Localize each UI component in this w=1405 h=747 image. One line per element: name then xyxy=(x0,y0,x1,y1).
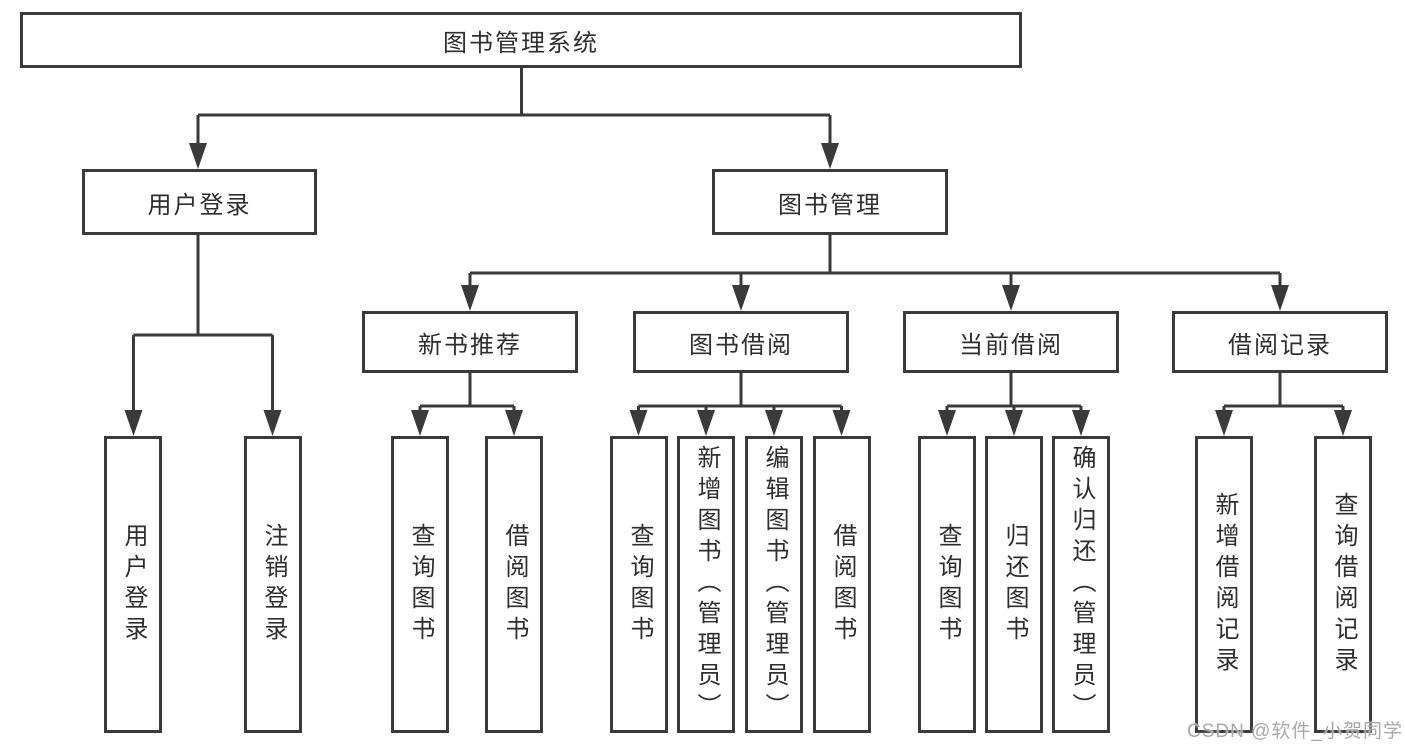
leaf-label: 借阅图书 xyxy=(829,522,856,647)
node-current-borrow: 当前借阅 xyxy=(903,311,1119,373)
leaf-query-books-current: 查询图书 xyxy=(918,436,976,733)
leaf-label: 确认归还（管理员） xyxy=(1068,445,1095,724)
leaf-label: 查询借阅记录 xyxy=(1330,491,1357,678)
leaf-label: 新增借阅记录 xyxy=(1211,491,1238,678)
leaf-query-borrow-record: 查询借阅记录 xyxy=(1314,436,1372,733)
node-user-login: 用户登录 xyxy=(82,169,317,235)
arrowheads xyxy=(124,143,1352,436)
node-borrow-records: 借阅记录 xyxy=(1172,311,1388,373)
leaf-edit-book-admin: 编辑图书（管理员） xyxy=(745,436,803,733)
connector-path xyxy=(132,68,1345,413)
leaf-return-book: 归还图书 xyxy=(985,436,1043,733)
node-label: 图书管理 xyxy=(778,191,882,219)
leaf-user-login: 用户登录 xyxy=(104,436,162,733)
leaf-label: 借阅图书 xyxy=(501,522,528,647)
leaf-query-books-borrow: 查询图书 xyxy=(610,436,668,733)
node-book-management: 图书管理 xyxy=(712,169,948,235)
leaf-confirm-return-admin: 确认归还（管理员） xyxy=(1052,436,1110,733)
leaf-label: 注销登录 xyxy=(260,522,287,647)
node-label: 用户登录 xyxy=(147,191,252,219)
node-library-management-system: 图书管理系统 xyxy=(20,12,1022,68)
node-label: 图书借阅 xyxy=(689,331,793,359)
leaf-add-book-admin: 新增图书（管理员） xyxy=(677,436,735,733)
node-label: 新书推荐 xyxy=(418,331,522,359)
leaf-label: 用户登录 xyxy=(120,522,147,647)
node-label: 图书管理系统 xyxy=(443,29,599,57)
csdn-watermark: CSDN @软件_小贺同学 xyxy=(1187,721,1403,742)
leaf-label: 编辑图书（管理员） xyxy=(761,445,788,724)
leaf-label: 查询图书 xyxy=(934,522,961,647)
leaf-query-books-recommend: 查询图书 xyxy=(391,436,449,733)
leaf-borrow-books-recommend: 借阅图书 xyxy=(485,436,543,733)
leaf-label: 新增图书（管理员） xyxy=(693,445,720,724)
node-label: 当前借阅 xyxy=(959,331,1063,359)
leaf-label: 查询图书 xyxy=(626,522,653,647)
leaf-add-borrow-record: 新增借阅记录 xyxy=(1195,436,1253,733)
leaf-borrow-books-borrow: 借阅图书 xyxy=(813,436,871,733)
node-label: 借阅记录 xyxy=(1228,331,1332,359)
leaf-label: 查询图书 xyxy=(407,522,434,647)
leaf-logout: 注销登录 xyxy=(244,436,302,733)
node-book-borrow: 图书借阅 xyxy=(633,311,849,373)
leaf-label: 归还图书 xyxy=(1001,522,1028,647)
node-new-book-recommend: 新书推荐 xyxy=(362,311,578,373)
